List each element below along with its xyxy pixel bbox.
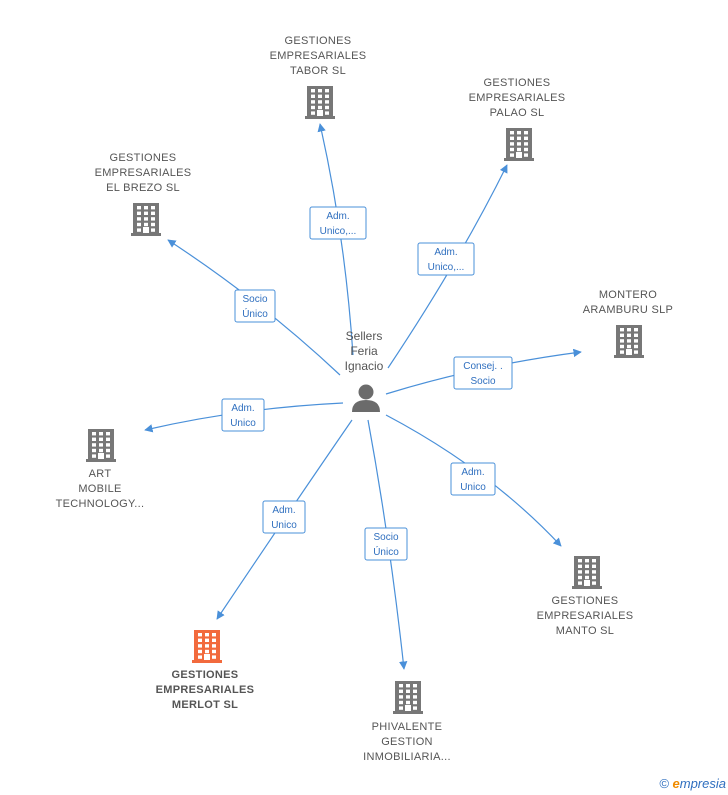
node-label-line: EMPRESARIALES <box>469 92 566 104</box>
edge-label-line: Consej. . <box>463 361 502 372</box>
edge-manto[interactable]: Adm. Unico <box>385 414 562 547</box>
node-merlot[interactable]: GESTIONES EMPRESARIALES MERLOT SL <box>156 630 255 711</box>
brand-logo-text: mpresia <box>679 776 726 791</box>
person-icon <box>352 384 380 412</box>
edge-label-line: Adm. <box>272 505 295 516</box>
edge-label-box[interactable] <box>262 500 306 534</box>
node-label-line: EMPRESARIALES <box>156 684 255 696</box>
node-label-line: MANTO SL <box>556 625 614 637</box>
node-label-line: GESTIONES <box>552 595 619 607</box>
node-label-line: MERLOT SL <box>172 699 238 711</box>
node-label-line: EL BREZO SL <box>106 182 180 194</box>
edge-montero[interactable]: Consej. . Socio <box>385 348 582 395</box>
node-label-line: GESTIONES <box>172 669 239 681</box>
node-palao[interactable]: GESTIONES EMPRESARIALES PALAO SL <box>469 77 566 161</box>
building-icon <box>305 86 335 119</box>
building-icon <box>393 681 423 714</box>
node-label-line: PHIVALENTE <box>372 721 443 733</box>
node-label-line: MONTERO <box>599 289 657 301</box>
footer-brand[interactable]: © empresia <box>659 776 726 791</box>
edge-label-line: Adm. <box>326 211 349 222</box>
edge-merlot[interactable]: Adm. Unico <box>216 419 353 620</box>
edge-label-line: Unico <box>460 482 486 493</box>
node-label-line: PALAO SL <box>490 107 545 119</box>
center-label-line: Feria <box>350 344 378 358</box>
edge-label-box[interactable] <box>309 206 367 240</box>
edge-label-line: Socio <box>470 376 495 387</box>
node-label-line: INMOBILIARIA... <box>363 751 451 763</box>
edges-layer: Adm.Unico,...Adm.Unico,...SocioÚnicoCons… <box>144 123 582 670</box>
building-icon <box>614 325 644 358</box>
edge-label-line: Unico,... <box>320 226 357 237</box>
building-icon <box>572 556 602 589</box>
node-label-line: MOBILE <box>78 483 121 495</box>
building-icon <box>131 203 161 236</box>
edge-label-line: Unico,... <box>428 262 465 273</box>
edge-label-line: Adm. <box>231 403 254 414</box>
edge-label-box[interactable] <box>234 289 276 323</box>
node-label-line: GESTIONES <box>110 152 177 164</box>
node-label-line: GESTION <box>381 736 433 748</box>
center-label-line: Ignacio <box>345 359 384 373</box>
center-label-line: Sellers <box>346 329 383 343</box>
edge-label-box[interactable] <box>364 527 408 561</box>
node-label-line: TECHNOLOGY... <box>56 498 145 510</box>
edge-label-line: Unico <box>230 418 256 429</box>
node-label-line: EMPRESARIALES <box>95 167 192 179</box>
edge-label-line: Adm. <box>434 247 457 258</box>
node-label-line: ART <box>89 468 112 480</box>
edge-label-line: Unico <box>271 520 297 531</box>
node-manto[interactable]: GESTIONES EMPRESARIALES MANTO SL <box>537 556 634 637</box>
node-label-line: GESTIONES <box>285 35 352 47</box>
node-label-line: EMPRESARIALES <box>537 610 634 622</box>
copyright-icon: © <box>659 776 669 791</box>
edge-label-line: Socio <box>242 294 267 305</box>
edge-art[interactable]: Adm. Unico <box>144 398 344 433</box>
node-art[interactable]: ART MOBILE TECHNOLOGY... <box>56 429 145 510</box>
edge-label-box[interactable] <box>453 356 513 390</box>
node-label-line: GESTIONES <box>484 77 551 89</box>
edge-label-line: Único <box>242 307 268 320</box>
edge-label-box[interactable] <box>417 242 475 276</box>
nodes-layer: GESTIONES EMPRESARIALES TABOR SL GESTIONES E… <box>56 35 673 763</box>
edge-tabor[interactable]: Adm. Unico,... <box>309 123 367 356</box>
node-phivalente[interactable]: PHIVALENTE GESTION INMOBILIARIA... <box>363 681 451 763</box>
edge-label-line: Adm. <box>461 467 484 478</box>
edge-label-line: Único <box>373 545 399 558</box>
edge-label-line: Socio <box>373 532 398 543</box>
node-label-line: EMPRESARIALES <box>270 50 367 62</box>
building-icon <box>504 128 534 161</box>
building-icon <box>192 630 222 663</box>
edge-label-box[interactable] <box>450 462 496 496</box>
node-label-line: TABOR SL <box>290 65 346 77</box>
node-label-line: ARAMBURU SLP <box>583 304 673 316</box>
edge-label-box[interactable] <box>221 398 265 432</box>
brand-logo-initial: e <box>672 776 680 791</box>
building-icon <box>86 429 116 462</box>
node-tabor[interactable]: GESTIONES EMPRESARIALES TABOR SL <box>270 35 367 119</box>
edge-palao[interactable]: Adm. Unico,... <box>387 164 508 369</box>
node-elbrezo[interactable]: GESTIONES EMPRESARIALES EL BREZO SL <box>95 152 192 236</box>
node-montero[interactable]: MONTERO ARAMBURU SLP <box>583 289 673 358</box>
